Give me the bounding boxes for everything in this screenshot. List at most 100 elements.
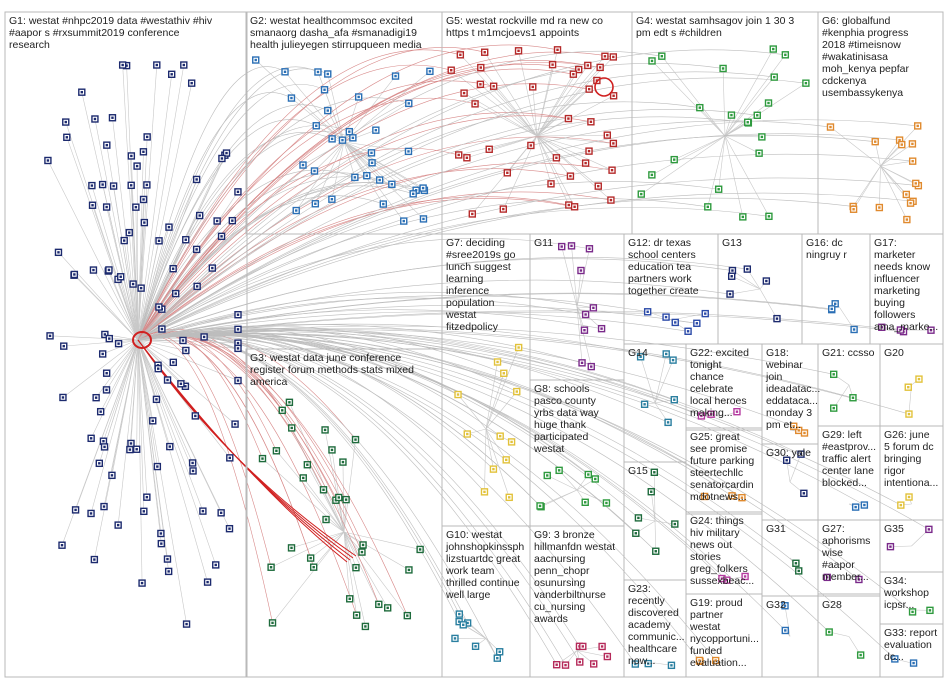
edge: [129, 339, 139, 450]
node-dot: [184, 238, 187, 241]
node-dot: [326, 109, 329, 112]
node-dot: [140, 581, 144, 585]
edge: [874, 141, 881, 167]
edge: [343, 531, 388, 609]
node-dot: [390, 183, 394, 186]
node-dot: [898, 138, 901, 142]
group-label-g33-line-0: G33: report: [884, 627, 937, 639]
edge: [137, 339, 143, 584]
group-label-g8-line-3: huge thank: [534, 419, 587, 431]
node-dot: [236, 341, 240, 345]
edge: [137, 97, 476, 341]
edge: [137, 47, 485, 341]
edge: [137, 49, 786, 341]
node-dot: [488, 148, 491, 151]
edge: [307, 464, 345, 533]
node-dot: [773, 75, 776, 79]
node-dot: [654, 550, 657, 553]
node-dot: [80, 90, 83, 94]
node-dot: [609, 198, 613, 202]
group-label-g23-line-0: G23:: [628, 583, 651, 595]
node-dot: [564, 663, 567, 667]
node-dot: [370, 151, 373, 155]
node-dot: [709, 413, 713, 416]
edge: [100, 339, 139, 412]
group-label-g4-line-1: pm edt s #children: [636, 27, 722, 39]
node-dot: [911, 142, 914, 146]
group-label-g17-line-4: marketing: [874, 285, 920, 297]
group-label-g31-line-0: G31: [766, 523, 786, 535]
node-dot: [555, 663, 558, 666]
edge: [654, 359, 674, 404]
edge: [724, 54, 786, 137]
group-label-g6-line-6: usembassykenya: [822, 87, 903, 99]
edge: [485, 347, 519, 430]
node-dot: [269, 566, 273, 569]
edge: [137, 339, 162, 544]
edge: [90, 339, 139, 439]
node-dot: [330, 198, 334, 201]
node-dot: [529, 144, 533, 147]
group-label-g12-line-2: education tea: [628, 261, 691, 273]
node-dot: [301, 163, 305, 167]
edge: [480, 84, 538, 137]
node-dot: [700, 414, 703, 418]
edge: [137, 207, 769, 341]
node-dot: [799, 452, 803, 456]
node-dot: [288, 401, 291, 404]
group-label-g27-line-2: wise: [821, 547, 843, 559]
node-dot: [639, 355, 642, 358]
group-label-g19-line-0: G19: proud: [690, 597, 743, 609]
node-dot: [730, 494, 734, 498]
group-label-g33-line-1: evaluation: [884, 639, 932, 651]
node-dot: [594, 477, 597, 481]
group-label-g9-line-5: vanderbiltnurse: [534, 589, 606, 601]
group-label-g16-line-0: G16: dc: [806, 237, 843, 249]
node-dot: [181, 339, 185, 342]
edge: [343, 531, 408, 616]
edge: [137, 64, 158, 341]
node-dot: [928, 609, 932, 612]
node-dot: [794, 562, 798, 565]
node-dot: [134, 205, 138, 209]
node-dot: [899, 503, 903, 507]
node-dot: [236, 313, 240, 316]
edge: [536, 65, 589, 137]
node-dot: [378, 178, 381, 182]
edge: [137, 339, 145, 512]
node-dot: [105, 372, 108, 375]
edge: [137, 136, 614, 341]
node-dot: [567, 117, 570, 120]
node-dot: [515, 390, 518, 393]
node-dot: [592, 306, 595, 310]
node-dot: [135, 448, 138, 451]
edge: [137, 279, 731, 341]
group-label-g17-line-6: followers: [874, 309, 915, 321]
node-dot: [103, 333, 107, 336]
node-dot: [889, 545, 892, 548]
node-dot: [116, 523, 120, 527]
node-dot: [105, 205, 108, 209]
node-dot: [457, 153, 460, 157]
node-dot: [121, 63, 124, 67]
node-dot: [730, 113, 733, 117]
edge: [137, 333, 743, 498]
edge: [137, 304, 697, 341]
node-dot: [832, 406, 835, 410]
node-dot: [556, 48, 559, 52]
node-dot: [914, 182, 917, 185]
node-dot: [583, 329, 586, 332]
edge: [722, 68, 726, 137]
node-dot: [570, 244, 573, 248]
group-label-g24-line-2: news out: [690, 539, 732, 551]
edge: [62, 339, 139, 398]
node-dot: [351, 136, 355, 140]
edge: [463, 624, 487, 639]
group-label-g2-line-2: health julieyegen stirrupqueen media: [250, 39, 422, 51]
node-dot: [765, 279, 768, 283]
node-dot: [830, 307, 833, 311]
node-dot: [784, 53, 787, 57]
edge: [343, 439, 356, 533]
node-dot: [650, 59, 654, 63]
node-dot: [168, 445, 171, 448]
